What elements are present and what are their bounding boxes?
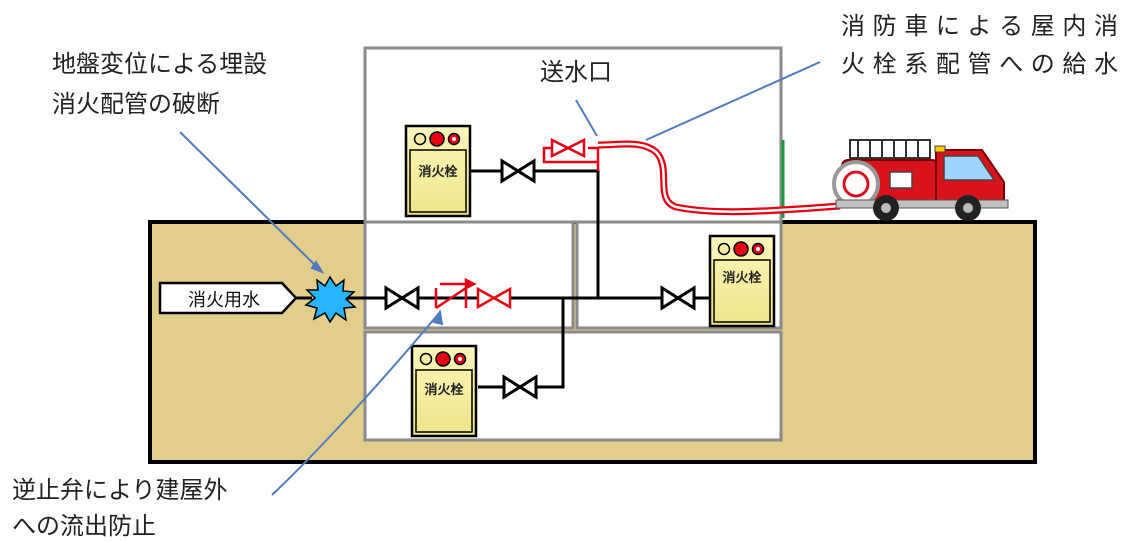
callout-truck-supply-line1: 消 防 車 に よ る 屋 内 消: [841, 12, 1118, 40]
hydrant-cabinet-upper: 消火栓: [404, 124, 472, 218]
gate-valve-upper: [500, 158, 536, 184]
hydrant-label: 消火栓: [418, 164, 457, 180]
callout-check-valve-line1: 逆止弁により建屋外: [12, 476, 228, 504]
leader-line-break: [179, 131, 323, 273]
leader-line-truck: [645, 61, 821, 141]
callout-truck-supply-line2: 火 栓 系 配 管 へ の 給 水: [841, 50, 1118, 78]
room-basement-left: [363, 220, 575, 330]
leader-line-inlet: [575, 99, 598, 137]
gate-valve-lower: [502, 374, 538, 400]
hydrant-label: 消火栓: [722, 270, 761, 286]
hydrant-cabinet-right: 消火栓: [708, 234, 776, 328]
callout-ground-break-line1: 地盤変位による埋設: [52, 50, 267, 78]
gate-valve-right: [660, 285, 696, 311]
hydrant-label: 消火栓: [424, 382, 463, 398]
callout-check-valve-line2: への流出防止: [12, 512, 156, 540]
gate-valve-main: [384, 285, 420, 311]
callout-inlet: 送水口: [540, 58, 612, 86]
fire-truck-icon: [832, 139, 1009, 221]
red-gate-valve: [476, 286, 512, 310]
check-valve: [434, 277, 477, 310]
water-source-label: 消火用水: [188, 290, 260, 311]
callout-ground-break-line2: 消火配管の破断: [52, 90, 220, 118]
water-source-tag: 消火用水: [158, 281, 298, 315]
hydrant-cabinet-lower: 消火栓: [410, 344, 478, 438]
pipe-break-icon: [304, 275, 357, 324]
leader-line-check-valve: [271, 311, 441, 496]
inlet-valve: [550, 137, 586, 159]
